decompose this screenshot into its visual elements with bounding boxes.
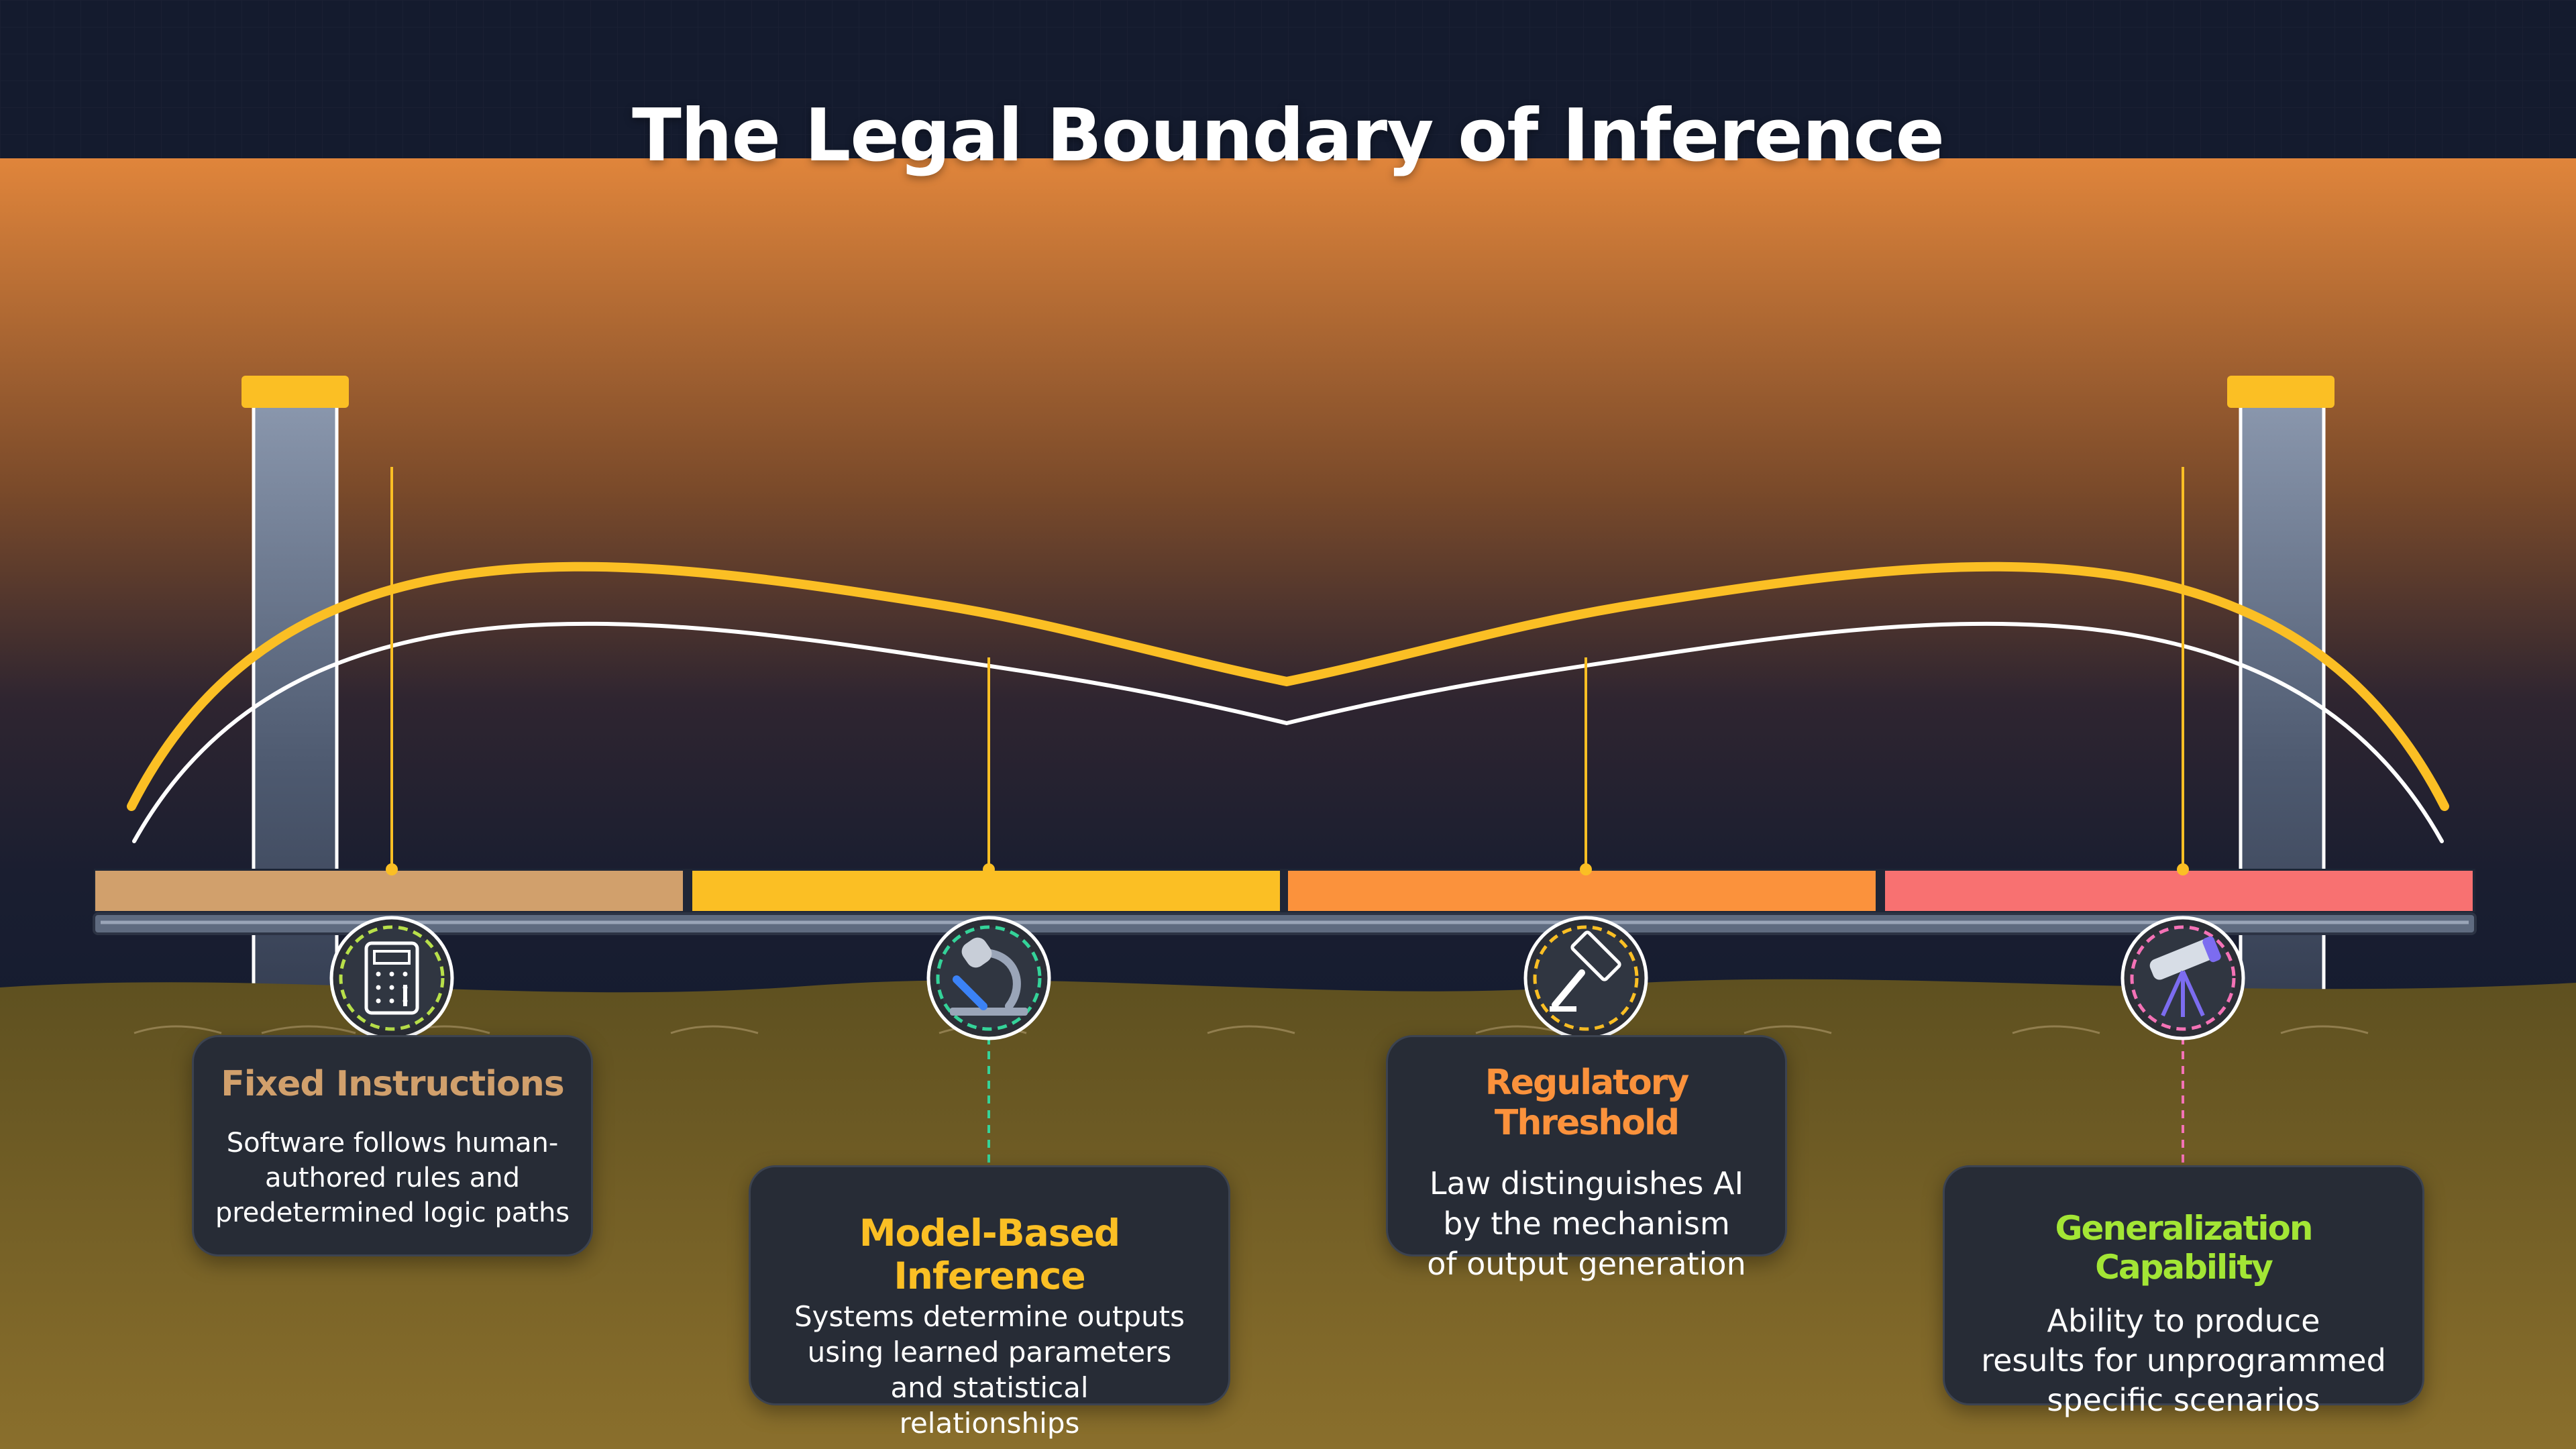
stage-description-line: Software follows human-	[226, 1128, 559, 1159]
hanger-anchor-dot	[2177, 863, 2189, 875]
stage-title: Model-Based Inference	[859, 1212, 1120, 1297]
stage-title: Regulatory Threshold	[1485, 1063, 1690, 1143]
deck-segment	[95, 871, 683, 911]
stage-description-line: Law distinguishes AI	[1429, 1165, 1744, 1201]
stage-title: Fixed Instructions	[221, 1064, 565, 1104]
calculator-icon	[329, 916, 454, 1040]
stage-description-line: predetermined logic paths	[215, 1197, 570, 1228]
microscope-icon	[926, 916, 1051, 1040]
stage-description-line: Systems determine outputs	[794, 1300, 1185, 1333]
stage-description-line: specific scenarios	[2047, 1382, 2320, 1418]
main-cable	[127, 561, 2449, 811]
secondary-cable	[132, 621, 2444, 843]
stage-card-generalization-capability: Generalization Capability Ability to pro…	[1943, 1165, 2424, 1418]
deck-segment	[1885, 871, 2473, 911]
stage-card-regulatory-threshold: Regulatory Threshold Law distinguishes A…	[1386, 1035, 1787, 1282]
gavel-icon	[1523, 916, 1648, 1040]
stage-description-line: Ability to produce	[2047, 1303, 2320, 1339]
hanger-anchor-dot	[1580, 863, 1592, 875]
stage-card-fixed-instructions: Fixed Instructions Software follows huma…	[192, 1035, 593, 1256]
telescope-icon	[2121, 916, 2245, 1040]
stage-description-line: using learned parameters	[807, 1336, 1172, 1368]
stage-description-line: of output generation	[1427, 1246, 1746, 1282]
deck-segment	[1288, 871, 1876, 911]
sky-grid	[0, 0, 2576, 161]
stage-description-line: relationships	[899, 1407, 1080, 1440]
stage-description-line: by the mechanism	[1443, 1205, 1730, 1242]
stage-description: Systems determine outputs using learned …	[771, 1299, 1208, 1441]
stage-description: Ability to produce results for unprogram…	[1965, 1301, 2402, 1420]
stage-description-line: authored rules and	[265, 1163, 520, 1193]
stage-card-model-based-inference: Model-Based Inference Systems determine …	[749, 1165, 1230, 1440]
hanger-anchor-dot	[386, 863, 398, 875]
page-title: The Legal Boundary of Inference	[632, 94, 1945, 178]
hanger-anchor-dot	[983, 863, 995, 875]
ground	[0, 979, 2576, 1449]
stage-description-line: results for unprogrammed	[1981, 1342, 2386, 1379]
stage-description: Law distinguishes AI by the mechanism of…	[1408, 1163, 1765, 1284]
deck-segment	[692, 871, 1280, 911]
stage-description-line: and statistical	[890, 1371, 1089, 1404]
stage-title: Generalization Capability	[2055, 1209, 2314, 1287]
stage-description: Software follows human- authored rules a…	[214, 1126, 571, 1230]
